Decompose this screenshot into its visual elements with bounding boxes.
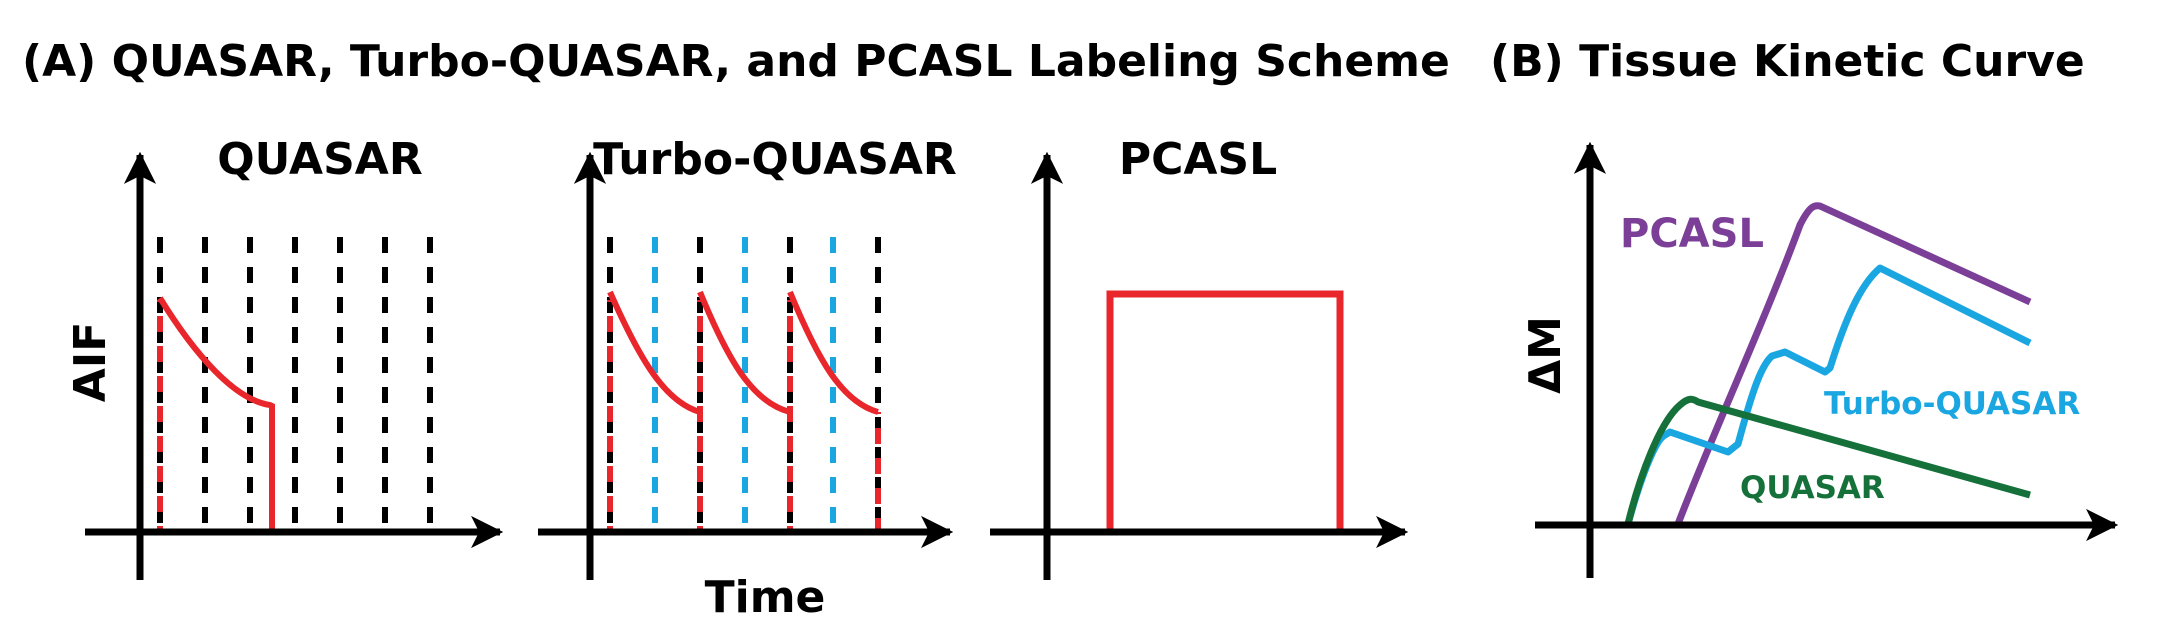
delta-m-axis-label: ΔM <box>1520 316 1571 394</box>
turbo-blue-dashes <box>652 237 836 532</box>
time-axis-label: Time <box>705 572 826 623</box>
panel-b-title: (B) Tissue Kinetic Curve <box>1490 36 2085 87</box>
turbo-quasar-curve-label: Turbo-QUASAR <box>1824 386 2080 422</box>
pcasl-plot: PCASL <box>990 134 1409 580</box>
quasar-dashed-lines <box>157 237 433 532</box>
quasar-aif-curve <box>157 296 275 532</box>
pcasl-label: PCASL <box>1119 134 1277 185</box>
pcasl-curve <box>1674 202 2032 526</box>
quasar-curve-label: QUASAR <box>1740 470 1885 506</box>
pcasl-curve-label: PCASL <box>1620 211 1764 257</box>
turbo-red-dashes <box>607 300 881 532</box>
quasar-plot: QUASAR AIF <box>65 134 504 580</box>
tissue-kinetic-plot: PCASL Turbo-QUASAR QUASAR ΔM <box>1520 141 2119 578</box>
turbo-black-dashes <box>607 237 881 532</box>
quasar-curve <box>1624 395 2031 525</box>
quasar-label: QUASAR <box>217 134 422 185</box>
aif-axis-label: AIF <box>65 322 116 402</box>
turbo-quasar-plot: Turbo-QUASAR Time <box>538 134 957 623</box>
turbo-quasar-label: Turbo-QUASAR <box>593 134 957 185</box>
pcasl-aif-block <box>1106 290 1344 532</box>
turbo-aif-curve <box>607 290 879 415</box>
panel-a-title: (A) QUASAR, Turbo-QUASAR, and PCASL Labe… <box>22 36 1450 87</box>
